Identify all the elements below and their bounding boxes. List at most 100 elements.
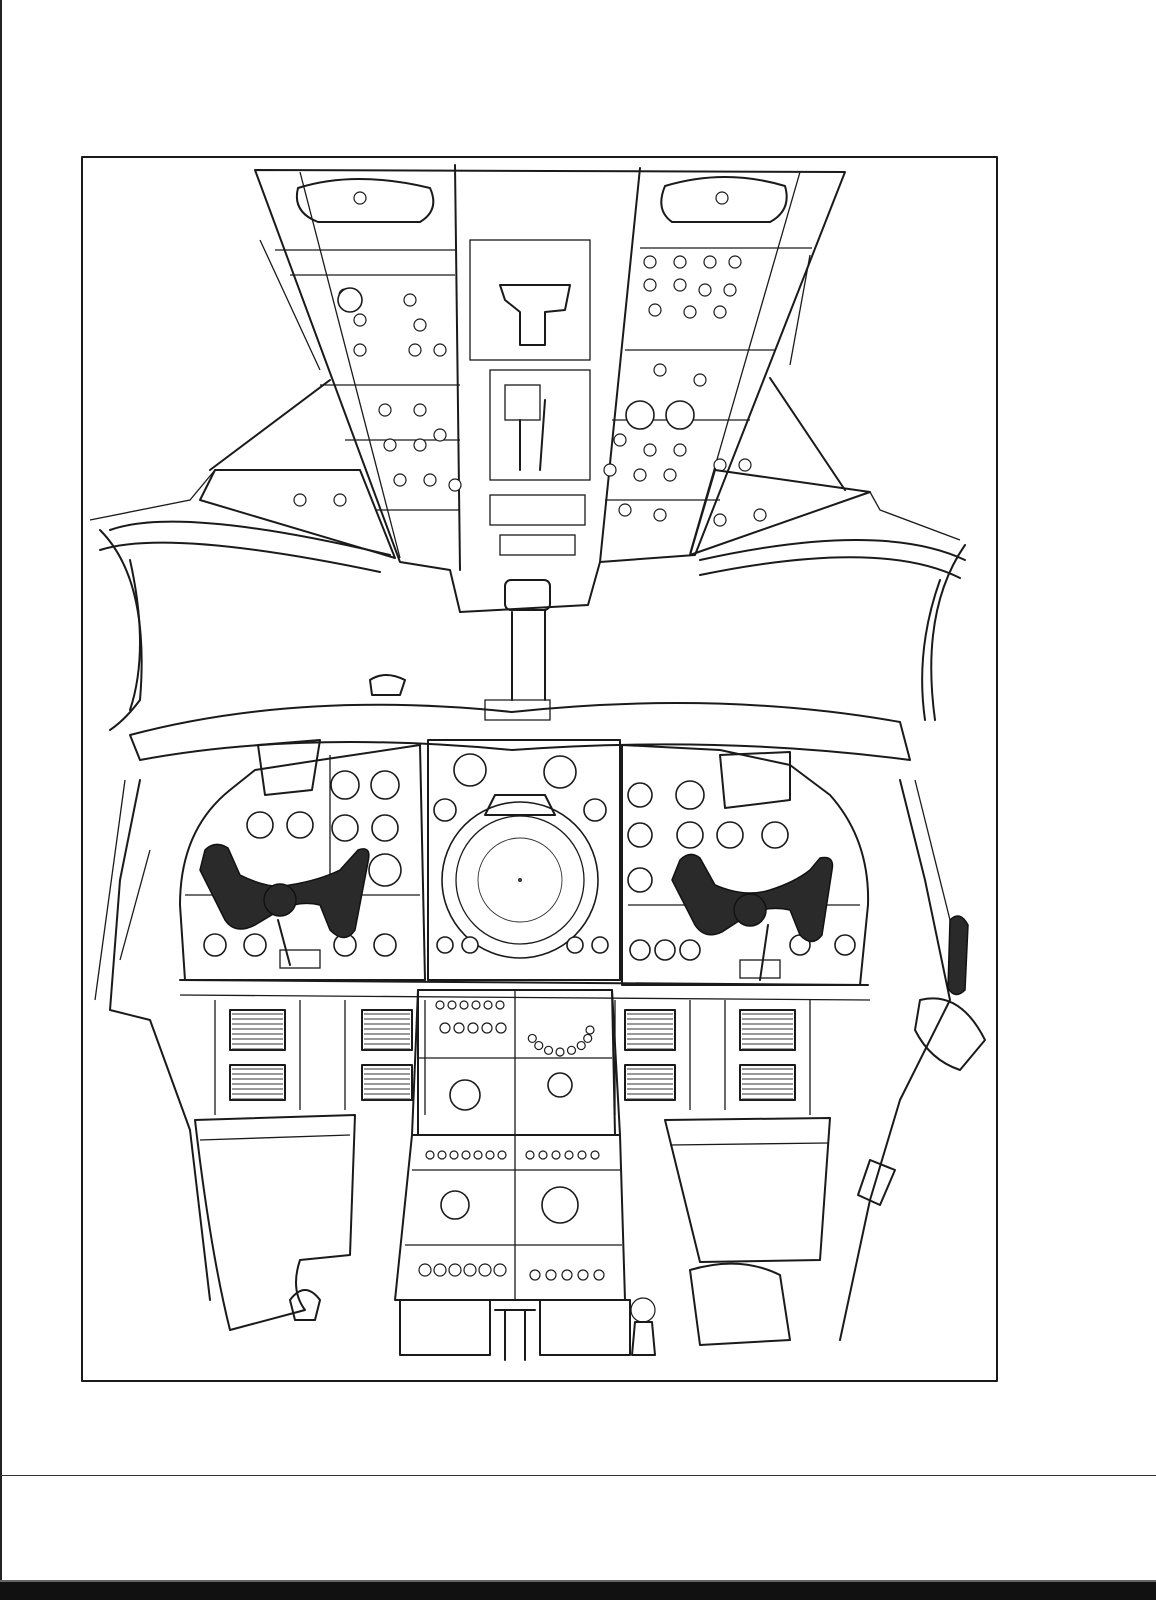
console-knob-icon [561, 1269, 573, 1281]
console-knob-icon [583, 1033, 593, 1044]
overhead-panel-icon [254, 164, 846, 701]
switch-knob-icon [383, 438, 397, 452]
instrument-gauge-icon [370, 770, 400, 800]
gauge-icon [337, 287, 363, 313]
glareshield-icon [129, 674, 911, 761]
console-knob-icon [493, 1263, 507, 1277]
instrument-gauge-icon [436, 936, 454, 954]
switch-knob-icon [713, 305, 727, 319]
console-knob-icon [463, 1263, 477, 1277]
instrument-gauge-icon [331, 814, 359, 842]
console-knob-icon [527, 1033, 537, 1044]
instrument-gauge-icon [627, 782, 653, 808]
console-knob-icon [495, 1000, 505, 1010]
console-knob-icon [481, 1022, 493, 1034]
instrument-gauge-icon [543, 755, 577, 789]
switch-knob-icon [393, 473, 407, 487]
switch-knob-icon [353, 343, 367, 357]
console-knob-icon [433, 1263, 447, 1277]
gauge-icon [625, 400, 655, 430]
console-knob-icon [435, 1000, 445, 1010]
switch-knob-icon [633, 468, 647, 482]
switch-knob-icon [413, 403, 427, 417]
console-dial-icon [541, 1186, 579, 1224]
instrument-gauge-icon [761, 821, 789, 849]
instrument-gauge-icon [834, 934, 856, 956]
console-knob-icon [585, 1025, 595, 1035]
switch-knob-icon [653, 508, 667, 522]
switch-knob-icon [653, 363, 667, 377]
instrument-gauge-icon [583, 798, 607, 822]
switch-knob-icon [673, 443, 687, 457]
switch-knob-icon [648, 303, 662, 317]
console-knob-icon [566, 1045, 577, 1055]
console-knob-icon [453, 1022, 465, 1034]
instrument-gauge-icon [654, 939, 676, 961]
switch-knob-icon [663, 468, 677, 482]
instrument-gauge-icon [286, 811, 314, 839]
center-console-icon [394, 989, 631, 1361]
console-knob-icon [447, 1000, 457, 1010]
pilot-seat-icon [94, 779, 986, 1356]
instrument-gauge-icon [330, 770, 360, 800]
switch-knob-icon [413, 438, 427, 452]
instrument-gauge-icon [461, 936, 479, 954]
console-switch-icon [485, 1150, 495, 1160]
rudder-pedal-icon [214, 1000, 811, 1115]
switch-knob-icon [353, 313, 367, 327]
switch-knob-icon [423, 473, 437, 487]
console-knob-icon [439, 1022, 451, 1034]
switch-knob-icon [738, 458, 752, 472]
switch-knob-icon [723, 283, 737, 297]
console-switch-icon [538, 1150, 548, 1160]
instrument-gauge-icon [246, 811, 274, 839]
console-switch-icon [461, 1150, 471, 1160]
console-knob-icon [529, 1269, 541, 1281]
instrument-gauge-icon [676, 821, 704, 849]
console-switch-icon [449, 1150, 459, 1160]
switch-knob-icon [693, 373, 707, 387]
switch-knob-icon [703, 255, 717, 269]
console-dial-icon [547, 1072, 573, 1098]
console-switch-icon [473, 1150, 483, 1160]
console-dial-icon [449, 1079, 481, 1111]
switch-knob-icon [643, 278, 657, 292]
scan-bar [0, 1582, 1156, 1600]
instrument-gauge-icon [629, 939, 651, 961]
console-knob-icon [467, 1022, 479, 1034]
console-knob-icon [478, 1263, 492, 1277]
switch-knob-icon [448, 478, 462, 492]
console-switch-icon [564, 1150, 574, 1160]
switch-knob-icon [683, 305, 697, 319]
control-yoke-icon [199, 843, 834, 981]
switch-knob-icon [408, 343, 422, 357]
radar-scope-icon [441, 794, 599, 959]
instrument-gauge-icon [591, 936, 609, 954]
switch-knob-icon [698, 283, 712, 297]
instrument-gauge-icon [566, 936, 584, 954]
switch-knob-icon [433, 428, 447, 442]
instrument-gauge-icon [675, 780, 705, 810]
page-rule [0, 1475, 1156, 1476]
console-switch-icon [497, 1150, 507, 1160]
console-switch-icon [525, 1150, 535, 1160]
switch-knob-icon [403, 293, 417, 307]
instrument-gauge-icon [627, 822, 653, 848]
switch-knob-icon [728, 255, 742, 269]
console-switch-icon [425, 1150, 435, 1160]
instrument-gauge-icon [243, 933, 267, 957]
console-switch-icon [551, 1150, 561, 1160]
instrument-gauge-icon [679, 939, 701, 961]
instrument-gauge-icon [368, 853, 402, 887]
console-knob-icon [555, 1047, 565, 1057]
console-knob-icon [593, 1269, 605, 1281]
console-switch-icon [577, 1150, 587, 1160]
switch-knob-icon [293, 493, 307, 507]
instrument-gauge-icon [203, 933, 227, 957]
switch-knob-icon [433, 343, 447, 357]
console-knob-icon [545, 1269, 557, 1281]
switch-knob-icon [643, 443, 657, 457]
instrument-gauge-icon [627, 867, 653, 893]
figure-frame [81, 156, 998, 1382]
